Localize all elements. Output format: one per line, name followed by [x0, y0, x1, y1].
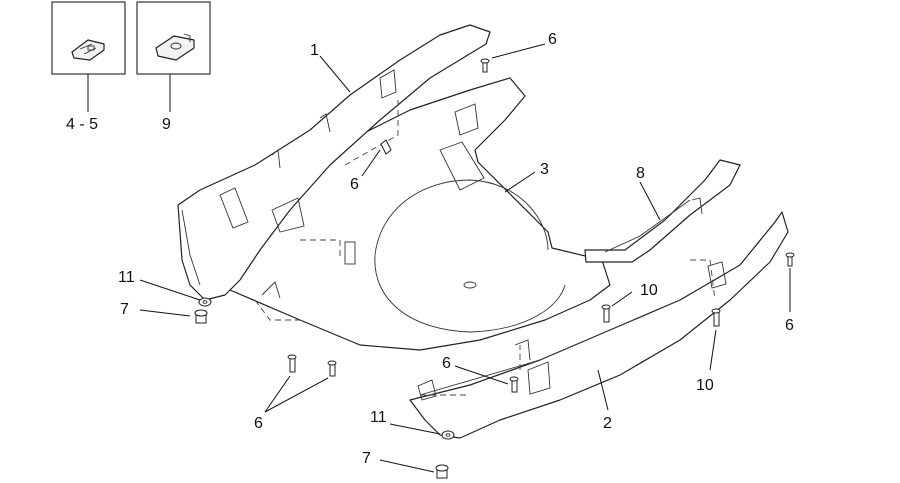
label-screw-6-right: 6	[785, 317, 794, 334]
label-screw-6-center: 6	[442, 355, 451, 372]
label-screws-6-bottom: 6	[254, 415, 263, 432]
label-box-9: 9	[162, 116, 171, 133]
label-part-3: 3	[540, 161, 549, 178]
leader-lines	[139, 43, 791, 473]
spring-clip-icon	[71, 39, 105, 61]
nut-7-bottom	[435, 464, 449, 479]
bracket-part-8	[584, 159, 741, 263]
side-panel-part-1	[177, 24, 491, 301]
screw-10-mid	[601, 304, 611, 323]
screw-6-mid	[380, 139, 392, 155]
speed-nut-icon	[155, 33, 195, 61]
washer-11-bottom	[441, 430, 455, 440]
screw-6-right	[785, 252, 795, 267]
screw-6-bottom-left	[287, 354, 297, 373]
nut-7-left	[194, 309, 208, 324]
screw-6-bottom-right	[327, 360, 337, 377]
label-nut-7-left: 7	[120, 301, 129, 318]
washer-11-left	[198, 297, 212, 307]
label-part-8: 8	[636, 165, 645, 182]
label-box-4-5: 4 - 5	[66, 116, 98, 133]
screw-10-right	[711, 308, 721, 327]
label-part-2: 2	[603, 415, 612, 432]
floor-panel-part-3	[229, 77, 611, 351]
label-screw-10-mid: 10	[640, 282, 658, 299]
clip-box-4-5	[51, 1, 126, 112]
screw-6-top	[480, 58, 490, 73]
assembly-guide-lines	[254, 100, 716, 396]
screw-6-center	[509, 376, 519, 393]
label-nut-7-bottom: 7	[362, 450, 371, 467]
label-part-1: 1	[310, 42, 319, 59]
label-washer-11-left: 11	[118, 269, 135, 286]
label-screw-10-right: 10	[696, 377, 714, 394]
clip-box-9	[136, 1, 211, 112]
label-washer-11-bottom: 11	[370, 409, 387, 426]
label-screw-6-top: 6	[548, 31, 557, 48]
label-screw-6-mid: 6	[350, 176, 359, 193]
